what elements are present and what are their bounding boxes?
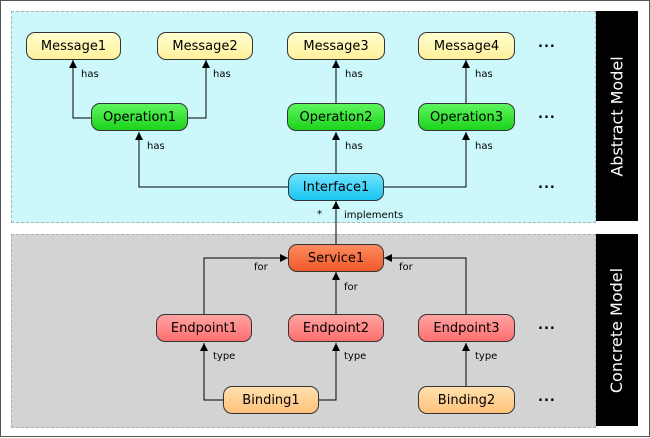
for-label: for [254, 262, 268, 273]
edge-operation1-message2 [188, 60, 210, 119]
ellipsis-interfaces: ... [538, 177, 556, 192]
abstract-model-label-bar: Abstract Model [596, 11, 638, 221]
endpoint2-label: Endpoint2 [302, 320, 370, 336]
binding1-label: Binding1 [242, 392, 300, 408]
ellipsis-bindings: ... [538, 390, 556, 405]
edge-binding1-endpoint1 [200, 343, 223, 401]
has-label: has [475, 141, 493, 152]
edge-endpoint1-service1 [203, 254, 288, 314]
concrete-model-label-bar: Concrete Model [596, 234, 638, 426]
implements-label: implements [344, 210, 404, 221]
ellipsis-messages: ... [538, 36, 556, 51]
operation3-label: Operation3 [430, 109, 503, 125]
type-label: type [213, 351, 236, 362]
endpoint1-label: Endpoint1 [170, 320, 238, 336]
edge-interface1-operation1 [135, 132, 288, 188]
message4-node: Message4 [418, 32, 515, 60]
ellipsis-operations: ... [538, 107, 556, 122]
interface1-label: Interface1 [302, 179, 370, 195]
has-label: has [345, 69, 363, 80]
type-label: type [344, 351, 367, 362]
edge-binding1-endpoint2 [319, 343, 340, 401]
binding2-label: Binding2 [437, 392, 496, 408]
operation2-label: Operation2 [299, 109, 373, 125]
service1-node: Service1 [288, 244, 384, 272]
binding2-node: Binding2 [418, 386, 515, 414]
edge-endpoint3-service1 [384, 254, 467, 314]
has-label: has [213, 69, 231, 80]
operation2-node: Operation2 [287, 103, 385, 131]
operation3-node: Operation3 [418, 103, 515, 131]
endpoint3-node: Endpoint3 [418, 314, 515, 342]
message2-label: Message2 [172, 38, 238, 54]
endpoint2-node: Endpoint2 [288, 314, 384, 342]
has-label: has [81, 69, 99, 80]
has-label: has [345, 141, 363, 152]
message3-label: Message3 [303, 38, 369, 54]
has-label: has [147, 141, 165, 152]
type-label: type [475, 351, 498, 362]
message2-node: Message2 [157, 32, 253, 60]
message4-label: Message4 [433, 38, 500, 54]
interface1-node: Interface1 [288, 173, 384, 201]
endpoint1-node: Endpoint1 [156, 314, 252, 342]
operation1-node: Operation1 [91, 103, 188, 131]
endpoint3-label: Endpoint3 [433, 320, 500, 336]
for-label: for [399, 262, 413, 273]
operation1-label: Operation1 [103, 109, 176, 125]
ellipsis-endpoints: ... [538, 318, 556, 333]
message3-node: Message3 [287, 32, 385, 60]
message1-node: Message1 [26, 32, 121, 60]
multiplicity-label: * [317, 209, 322, 220]
has-label: has [475, 69, 493, 80]
message1-label: Message1 [40, 38, 107, 54]
service1-label: Service1 [307, 250, 365, 266]
for-label: for [344, 282, 358, 293]
edge-operation1-message1 [69, 60, 91, 119]
binding1-node: Binding1 [223, 386, 319, 414]
edge-interface1-operation3 [384, 132, 470, 188]
